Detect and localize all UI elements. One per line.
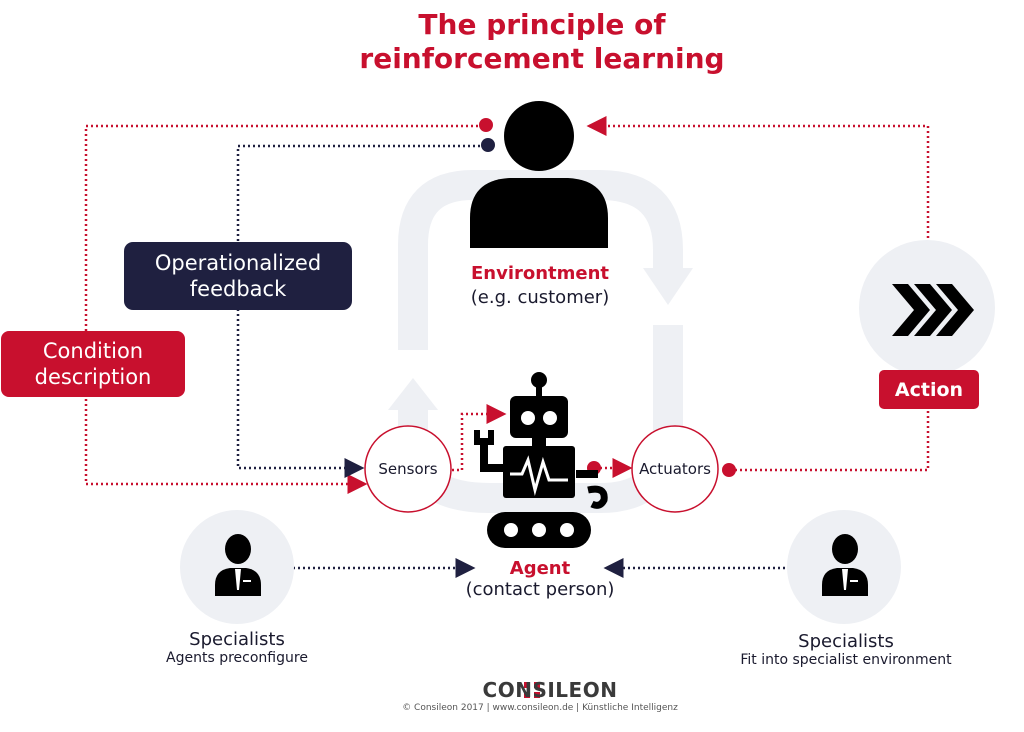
- agent-subtitle: (contact person): [465, 579, 615, 600]
- agent-name: Agent: [509, 558, 571, 579]
- dot-navy-top: [481, 138, 495, 152]
- robot-icon: [474, 372, 608, 548]
- sensors-label: Sensors: [378, 460, 438, 478]
- dot-red-actuators: [722, 463, 736, 477]
- action-box: Action: [879, 370, 979, 409]
- specialists-right-subtitle: Fit into specialist environment: [740, 652, 952, 668]
- consileon-logo-mark: [524, 682, 540, 698]
- specialist-icon: [822, 534, 868, 596]
- loop-arrowhead-left: [388, 378, 438, 410]
- specialists-right-label: Specialists Fit into specialist environm…: [724, 631, 968, 668]
- environment-name: Environtment: [470, 263, 610, 284]
- diagram-title: The principle of reinforcement learning: [300, 8, 784, 76]
- loop-arrowhead-right: [643, 268, 693, 305]
- specialists-left-circle: [180, 510, 294, 624]
- specialist-icon: [215, 534, 261, 596]
- environment-subtitle: (e.g. customer): [470, 287, 610, 308]
- actuators-circle: [631, 425, 719, 513]
- dot-red-top: [479, 118, 493, 132]
- specialists-left-label: Specialists Agents preconfigure: [137, 629, 337, 666]
- title-line-2: reinforcement learning: [359, 42, 725, 75]
- specialists-right-name: Specialists: [798, 631, 894, 652]
- specialists-left-name: Specialists: [189, 629, 285, 650]
- actuators-label: Actuators: [639, 460, 711, 478]
- person-icon: [470, 101, 608, 248]
- sensors-circle: [364, 425, 452, 513]
- footer-brand: CONSILEON: [482, 678, 618, 702]
- chevrons-icon: [892, 284, 974, 336]
- title-line-1: The principle of: [418, 8, 666, 41]
- footer-text: © Consileon 2017 | www.consileon.de | Kü…: [402, 703, 678, 713]
- operationalized-feedback-box: Operationalized feedback: [124, 242, 352, 310]
- specialists-right-circle: [787, 510, 901, 624]
- condition-description-box: Condition description: [1, 331, 185, 397]
- specialists-left-subtitle: Agents preconfigure: [166, 650, 308, 666]
